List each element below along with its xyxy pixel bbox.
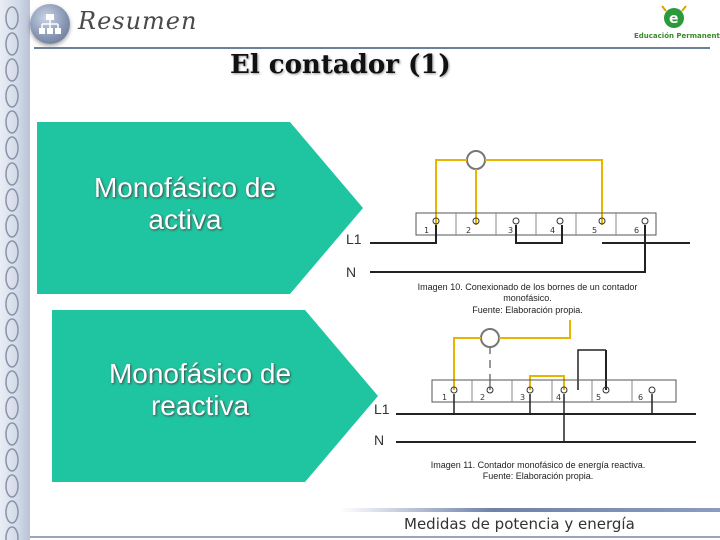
terminal-label: 3 xyxy=(520,393,525,402)
voltage-coil-wire xyxy=(529,375,565,390)
panel-label-line1: Monofásico de xyxy=(108,358,292,389)
phase-wire-2 xyxy=(577,349,606,390)
header-divider xyxy=(34,47,710,49)
svg-text:e: e xyxy=(669,11,679,27)
current-coil-wire xyxy=(435,159,603,225)
wiring-diagram-activa: 1 2 3 4 5 6 L1 N xyxy=(346,150,690,280)
slide-title: El contador (1) xyxy=(230,50,451,80)
sitemap-logo-icon xyxy=(30,4,70,44)
terminal-label: 6 xyxy=(638,393,643,402)
terminal-drops xyxy=(453,394,653,414)
neutral-label: N xyxy=(346,264,356,280)
caption-line: Fuente: Elaboración propia. xyxy=(482,471,594,482)
line-wire xyxy=(370,225,437,244)
caption-line: Imagen 10. Conexionado de los bornes de … xyxy=(417,282,638,292)
panel-label-reactiva: Monofásico de reactiva xyxy=(75,358,325,422)
section-title: Resumen xyxy=(78,7,198,35)
footer-bar xyxy=(340,508,720,512)
wiring-diagram-reactiva: 1 2 3 4 5 6 L1 N xyxy=(374,320,696,448)
bottom-divider xyxy=(30,536,720,538)
brand-e-icon: e xyxy=(661,5,687,28)
panel-label-activa: Monofásico de activa xyxy=(60,172,310,236)
terminal-label: 2 xyxy=(480,393,485,402)
panel-label-line2: activa xyxy=(148,204,222,236)
neutral-wire xyxy=(370,225,646,273)
meter-coil-icon xyxy=(480,328,500,348)
terminal-strip xyxy=(431,379,677,403)
brand-logo: e xyxy=(636,2,716,48)
terminal-label: 3 xyxy=(508,226,513,235)
caption-line: Imagen 11. Contador monofásico de energí… xyxy=(430,460,646,470)
binder-rings xyxy=(5,6,19,540)
caption-line: monofásico. xyxy=(503,293,552,304)
line-label: L1 xyxy=(346,231,362,247)
binder-strip xyxy=(0,0,30,540)
panel-arrow-activa xyxy=(37,122,363,294)
panel-label-line2: reactiva xyxy=(150,390,250,422)
terminal-label: 5 xyxy=(596,393,601,402)
caption-image-10: Imagen 10. Conexionado de los bornes de … xyxy=(400,282,655,316)
terminal-label: 5 xyxy=(592,226,597,235)
terminal-label: 1 xyxy=(424,226,429,235)
neutral-label: N xyxy=(374,432,384,448)
terminal-label: 6 xyxy=(634,226,639,235)
meter-coil-icon xyxy=(466,150,486,170)
line-label: L1 xyxy=(374,401,390,417)
load-wire xyxy=(515,225,563,244)
terminal-label: 1 xyxy=(442,393,447,402)
footer-title: Medidas de potencia y energía xyxy=(404,515,635,533)
panel-arrow-reactiva xyxy=(52,310,378,482)
caption-line: Fuente: Elaboración propia. xyxy=(472,304,583,315)
terminal-label: 2 xyxy=(466,226,471,235)
brand-name: Educación Permanente xyxy=(634,32,720,40)
terminal-label: 4 xyxy=(556,393,561,402)
panel-label-line1: Monofásico de xyxy=(93,172,277,203)
caption-image-11: Imagen 11. Contador monofásico de energí… xyxy=(408,460,668,483)
terminal-label: 4 xyxy=(550,226,555,235)
current-coil-wire xyxy=(453,320,571,390)
